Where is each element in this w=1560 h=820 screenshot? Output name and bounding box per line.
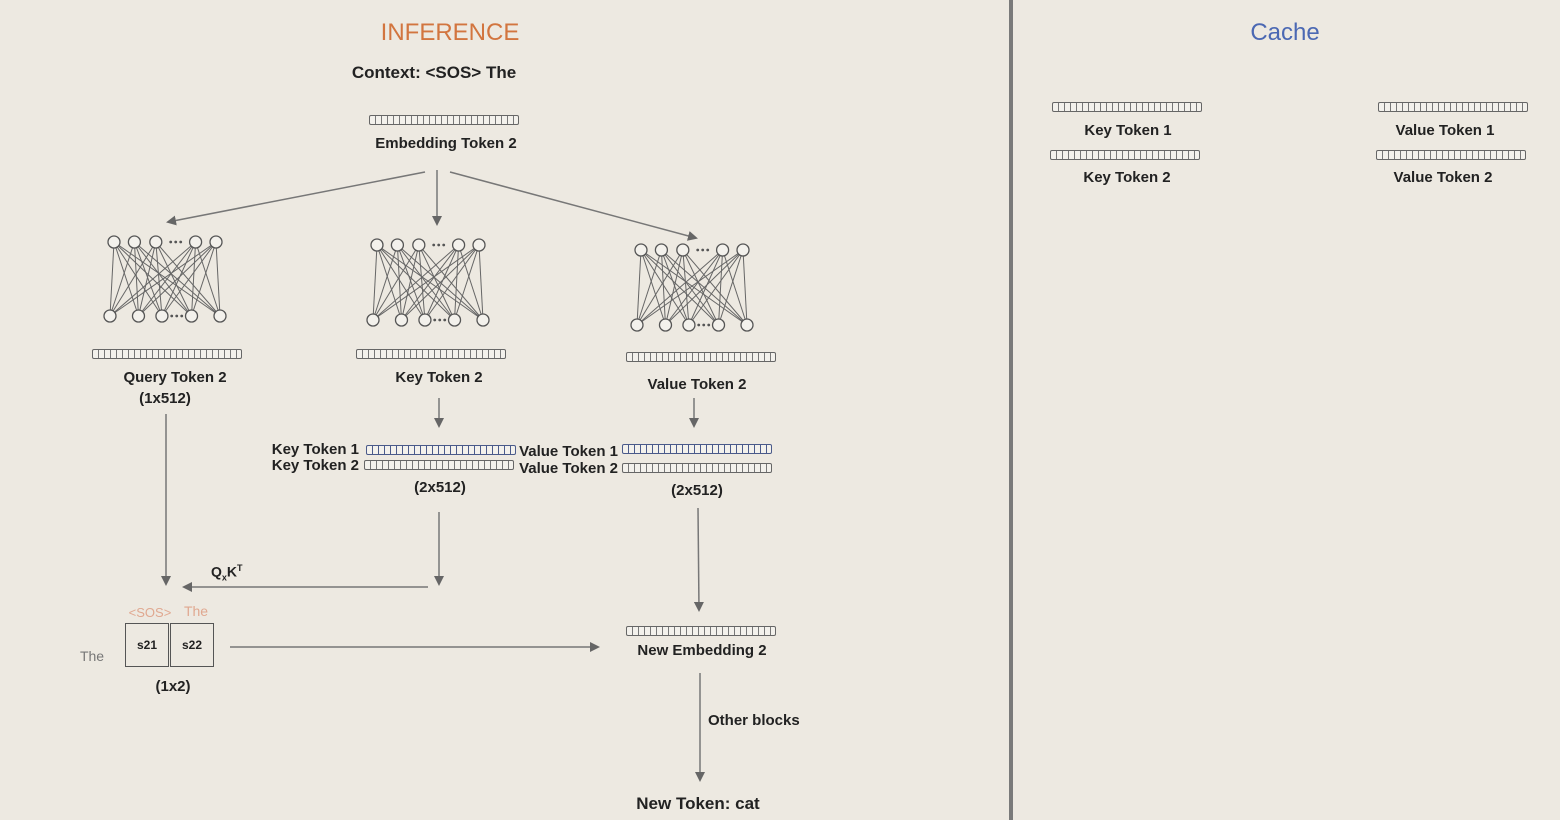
value-label: Value Token 2 xyxy=(647,376,747,393)
new-embedding-label: New Embedding 2 xyxy=(637,642,767,659)
neural-net-icon-query xyxy=(103,235,227,323)
value-stack-row2-vector xyxy=(622,463,772,473)
neural-net-icon-value xyxy=(630,243,754,332)
new-embedding-vector xyxy=(626,626,776,636)
cache-value2-label: Value Token 2 xyxy=(1393,169,1493,186)
cache-value1-vector xyxy=(1378,102,1528,112)
key-stack-row2-label: Key Token 2 xyxy=(271,457,359,474)
cache-key1-vector xyxy=(1052,102,1202,112)
qk-label: QxKT xyxy=(211,563,243,583)
other-blocks-label: Other blocks xyxy=(708,712,800,729)
score-matrix: s21 s22 xyxy=(125,623,217,669)
score-col-header-the: The xyxy=(183,603,209,619)
cache-title: Cache xyxy=(1250,19,1320,46)
new-token-label: New Token: cat xyxy=(636,794,760,813)
cache-key2-vector xyxy=(1050,150,1200,160)
panel-divider xyxy=(1009,0,1013,820)
embedding-label: Embedding Token 2 xyxy=(375,135,517,152)
inference-title: INFERENCE xyxy=(380,19,520,46)
score-col-header-sos: <SOS> xyxy=(128,605,172,620)
score-cell-s22: s22 xyxy=(170,623,214,667)
value-stack-row1-label: Value Token 1 xyxy=(519,443,618,460)
value-stack-row2-label: Value Token 2 xyxy=(519,460,618,477)
context-label: Context: <SOS> The xyxy=(351,63,517,82)
score-dim: (1x2) xyxy=(155,678,191,695)
value-vector xyxy=(626,352,776,362)
key-stack-dim: (2x512) xyxy=(414,479,466,496)
cache-value1-label: Value Token 1 xyxy=(1395,122,1495,139)
value-stack-row1-vector xyxy=(622,444,772,454)
cache-key1-label: Key Token 1 xyxy=(1084,122,1172,139)
key-stack-row1-label: Key Token 1 xyxy=(271,441,359,458)
key-stack-row2-vector xyxy=(364,460,514,470)
cache-key2-label: Key Token 2 xyxy=(1083,169,1171,186)
arrow-valuestack-down xyxy=(693,507,704,612)
key-vector xyxy=(356,349,506,359)
cache-value2-vector xyxy=(1376,150,1526,160)
embedding-vector xyxy=(369,115,519,125)
query-label: Query Token 2 xyxy=(123,369,227,386)
query-dim: (1x512) xyxy=(139,390,191,407)
value-stack-dim: (2x512) xyxy=(671,482,723,499)
key-stack-row1-vector xyxy=(366,445,516,455)
arrow-embed-to-value xyxy=(449,171,698,241)
arrow-embed-to-query xyxy=(166,171,426,226)
score-cell-s21: s21 xyxy=(125,623,169,667)
query-vector xyxy=(92,349,242,359)
neural-net-icon-key xyxy=(366,238,490,327)
key-label: Key Token 2 xyxy=(395,369,483,386)
score-row-header: The xyxy=(79,648,105,664)
